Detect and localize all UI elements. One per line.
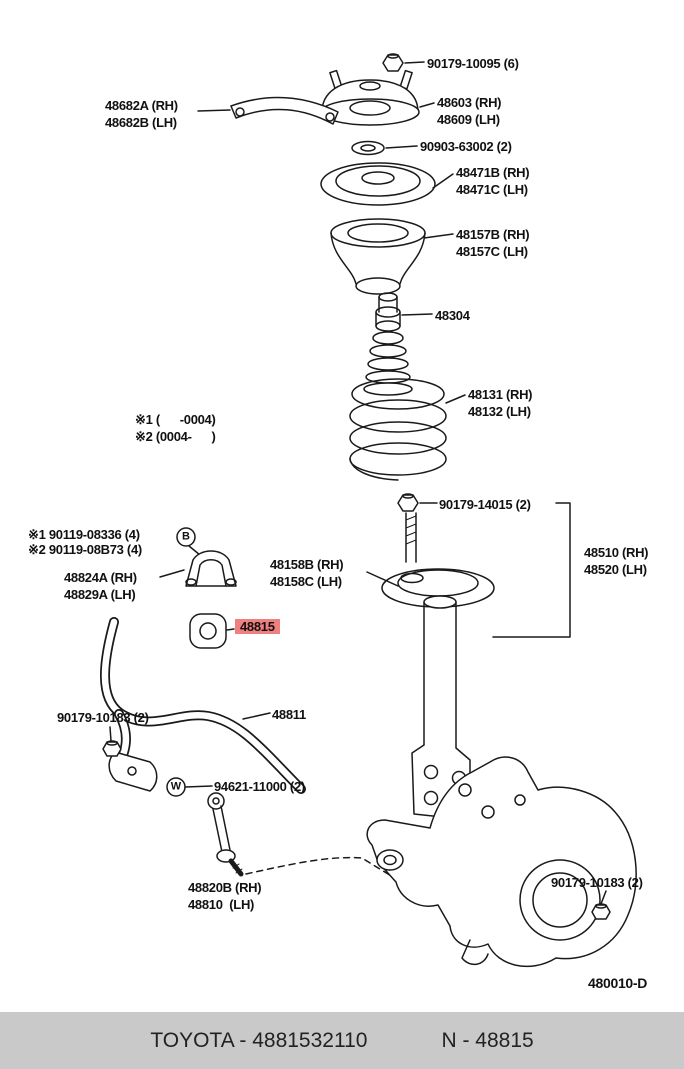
marker-w: W xyxy=(170,780,182,793)
stabilizer-bracket-drawing xyxy=(159,527,237,587)
marker-b: B xyxy=(182,530,190,543)
part-label-48810: 48810 (LH) xyxy=(188,897,255,912)
part-label-90179-14015: 90179-14015 (2) xyxy=(439,497,531,512)
part-label-48158C: 48158C (LH) xyxy=(270,574,342,589)
part-label-48820B: 48820B (RH) xyxy=(188,880,262,895)
part-label-48603: 48603 (RH) xyxy=(437,95,502,110)
part-label-48131: 48131 (RH) xyxy=(468,387,533,402)
bushing-drawing xyxy=(189,613,235,649)
strut-drawing xyxy=(366,512,495,821)
part-label-48132: 48132 (LH) xyxy=(468,404,531,419)
part-label-48471B: 48471B (RH) xyxy=(456,165,530,180)
part-label-90903-63002: 90903-63002 (2) xyxy=(420,139,512,154)
knuckle-drawing xyxy=(366,756,637,968)
footer-part-number: TOYOTA - 4881532110 xyxy=(150,1028,368,1052)
upper-seat-drawing xyxy=(320,162,454,206)
bearing-drawing xyxy=(351,140,418,156)
support-drawing xyxy=(320,69,435,126)
part-label-48158B: 48158B (RH) xyxy=(270,557,344,572)
washer-marker-drawing xyxy=(166,777,213,797)
part-label-48471C: 48471C (LH) xyxy=(456,182,528,197)
insulator-drawing xyxy=(330,218,454,295)
bumper-drawing xyxy=(375,292,433,332)
part-label-48510: 48510 (RH) xyxy=(584,545,649,560)
part-label-94621-11000: 94621-11000 (2) xyxy=(214,779,305,794)
note-bolt-1: ※1 90119-08336 (4) xyxy=(28,527,140,542)
note-bolt-2: ※2 90119-08B73 (4) xyxy=(28,542,142,557)
part-label-90179-10095: 90179-10095 (6) xyxy=(427,56,519,71)
note-applicability-2: ※2 (0004- ) xyxy=(135,429,216,444)
top-nut-drawing xyxy=(382,53,425,72)
coil-spring-drawing xyxy=(349,378,466,481)
boot-drawing xyxy=(363,331,413,396)
part-label-90179-10183-right: 90179-10183 (2) xyxy=(551,875,643,890)
part-label-48304: 48304 xyxy=(435,308,470,323)
part-label-48520: 48520 (LH) xyxy=(584,562,647,577)
part-label-48157B: 48157B (RH) xyxy=(456,227,530,242)
part-label-48829A: 48829A (LH) xyxy=(64,587,136,602)
part-label-48811: 48811 xyxy=(272,707,306,722)
dashed-assembly-line xyxy=(245,856,457,917)
diagram-linework xyxy=(100,53,637,968)
part-label-48682B: 48682B (LH) xyxy=(105,115,177,130)
part-label-90179-10183-left: 90179-10183 (2) xyxy=(57,710,149,725)
brace-drawing xyxy=(197,96,339,125)
note-applicability-1: ※1 ( -0004) xyxy=(135,412,216,427)
part-label-48609: 48609 (LH) xyxy=(437,112,500,127)
stabilizer-link-drawing xyxy=(207,792,244,877)
part-label-48682A: 48682A (RH) xyxy=(105,98,178,113)
strut-nut-drawing xyxy=(397,493,571,638)
part-label-48815: 48815 xyxy=(235,619,280,634)
footer-bar: TOYOTA - 4881532110 N - 48815 xyxy=(0,1012,684,1069)
bar-nut-drawing xyxy=(102,726,122,757)
part-label-48824A: 48824A (RH) xyxy=(64,570,137,585)
stabilizer-bar-drawing xyxy=(100,617,306,794)
part-label-48157C: 48157C (LH) xyxy=(456,244,528,259)
knuckle-nut-drawing xyxy=(591,890,611,920)
diagram-code: 480010-D xyxy=(588,975,648,991)
footer-catalog-number: N - 48815 xyxy=(441,1028,534,1052)
